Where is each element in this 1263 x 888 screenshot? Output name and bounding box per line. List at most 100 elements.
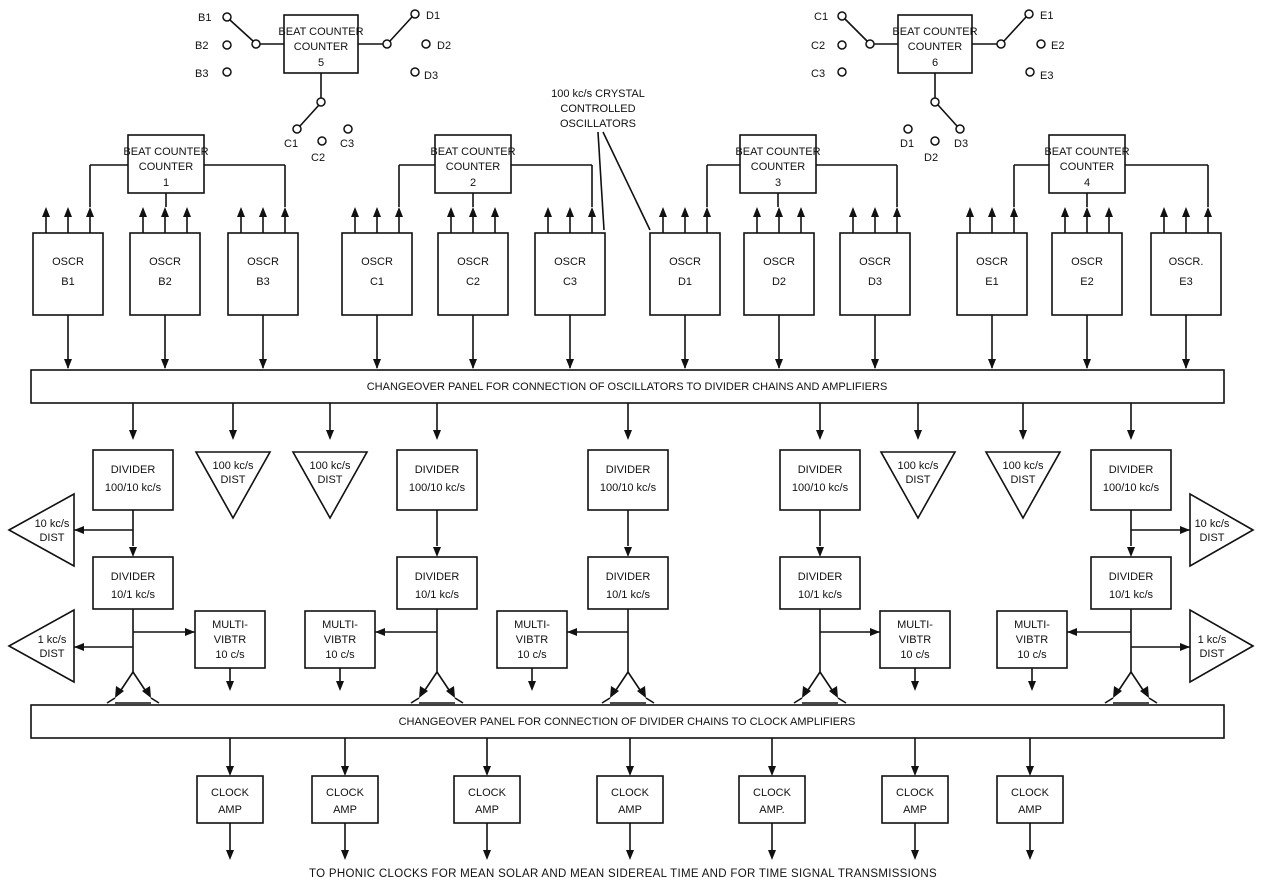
arrow-down-icon (829, 686, 838, 698)
arrow-up-icon (1083, 207, 1091, 217)
oscillator-id: C2 (466, 276, 480, 288)
dist-label: 10 kc/s (35, 518, 70, 530)
arrow-up-icon (659, 207, 667, 217)
oscillator-label: OSCR (669, 256, 701, 268)
oscillator-label: OSCR (247, 256, 279, 268)
divider-100-title: DIVIDER (606, 464, 651, 476)
dist-label: 1 kc/s (1198, 634, 1227, 646)
beat-counter-title-2: COUNTER (139, 161, 193, 173)
beat-counter-6-title-2: COUNTER (908, 41, 962, 53)
oscillator-id: E2 (1080, 276, 1093, 288)
arrow-down-icon (610, 686, 619, 698)
arrow-up-icon (1105, 207, 1113, 217)
clock-amplifier-box (311, 775, 379, 824)
arrow-down-icon (914, 430, 922, 440)
oscillator-box (227, 232, 299, 316)
multivibrator-label: MULTI- (897, 619, 933, 631)
arrow-down-icon (1026, 766, 1034, 776)
fork-foot-line (1104, 697, 1114, 704)
clock-amp-label: CLOCK (1011, 787, 1050, 799)
beat-counter-5-title-2: COUNTER (294, 41, 348, 53)
divider-100-ratio: 100/10 kc/s (409, 482, 466, 494)
arrow-down-icon (911, 766, 919, 776)
oscillator-box (341, 232, 413, 316)
arrow-up-icon (42, 207, 50, 217)
oscillator-b3: OSCR B3 (227, 207, 299, 369)
dist-100-label: 100 kc/s (1003, 460, 1044, 472)
switch-label-d3b: D3 (954, 138, 968, 150)
dist-label-2: DIST (39, 648, 64, 660)
crystal-oscillators-note: 100 kc/s CRYSTAL CONTROLLED OSCILLATORS (551, 88, 651, 231)
clock-amplifier-box (453, 775, 521, 824)
beat-counter-title: BEAT COUNTER (735, 146, 820, 158)
arrow-down-icon (566, 359, 574, 369)
arrow-down-icon (816, 547, 824, 557)
arrow-down-icon (142, 686, 151, 698)
arrow-up-icon (1061, 207, 1069, 217)
arrow-up-icon (64, 207, 72, 217)
switch-label-b1: B1 (198, 12, 211, 24)
multivibrator-label-2: VIBTR (1016, 634, 1048, 646)
crystal-note-line-2: CONTROLLED (560, 103, 635, 115)
arrow-down-icon (1083, 359, 1091, 369)
arrow-up-icon (1182, 207, 1190, 217)
clock-amp-label: CLOCK (211, 787, 250, 799)
arrow-up-icon (966, 207, 974, 217)
switch-label-b3: B3 (195, 68, 208, 80)
switch-label-c1: C1 (284, 138, 298, 150)
arrow-up-icon (544, 207, 552, 217)
arrow-down-icon (637, 686, 646, 698)
arrow-right-icon (1180, 643, 1190, 651)
divider-10-ratio: 10/1 kc/s (606, 589, 651, 601)
arrow-down-icon (226, 850, 234, 860)
multivibrator-frequency: 10 c/s (215, 649, 245, 661)
arrow-down-icon (528, 681, 536, 691)
arrow-down-icon (226, 681, 234, 691)
arrow-down-icon (336, 681, 344, 691)
arrow-down-icon (341, 766, 349, 776)
multivibrator-box (996, 610, 1068, 669)
arrow-up-icon (259, 207, 267, 217)
divider-100-title: DIVIDER (1109, 464, 1154, 476)
clock-amplifier-row: CLOCKAMPCLOCKAMPCLOCKAMPCLOCKAMPCLOCKAMP… (196, 738, 1064, 860)
dist-label-2: DIST (1199, 648, 1224, 660)
clock-amp-label-2: AMP (1018, 804, 1042, 816)
arrow-down-icon (1127, 547, 1135, 557)
dist-triangle (291, 451, 369, 520)
arrow-right-icon (185, 628, 195, 636)
divider-100-title: DIVIDER (415, 464, 460, 476)
arrow-down-icon (988, 359, 996, 369)
dist-triangle (194, 451, 272, 520)
arrow-down-icon (115, 686, 124, 698)
arrow-down-icon (341, 850, 349, 860)
arrow-down-icon (433, 430, 441, 440)
multivibrator-box (304, 610, 376, 669)
oscillator-label: OSCR. (1169, 256, 1204, 268)
oscillator-label: OSCR (859, 256, 891, 268)
arrow-down-icon (624, 430, 632, 440)
divider-10-title: DIVIDER (111, 571, 156, 583)
beat-counter-box (1048, 134, 1126, 194)
multivibrator-label: MULTI- (514, 619, 550, 631)
divider-100-10-box (92, 449, 174, 511)
dist-label: 10 kc/s (1195, 518, 1230, 530)
oscillator-id: B3 (256, 276, 269, 288)
arrow-up-icon (1204, 207, 1212, 217)
arrow-down-icon (911, 850, 919, 860)
dist-triangle (7, 492, 75, 568)
arrow-up-icon (139, 207, 147, 217)
arrow-down-icon (1028, 681, 1036, 691)
switch-label-c2b: C2 (811, 40, 825, 52)
arrow-down-icon (161, 359, 169, 369)
